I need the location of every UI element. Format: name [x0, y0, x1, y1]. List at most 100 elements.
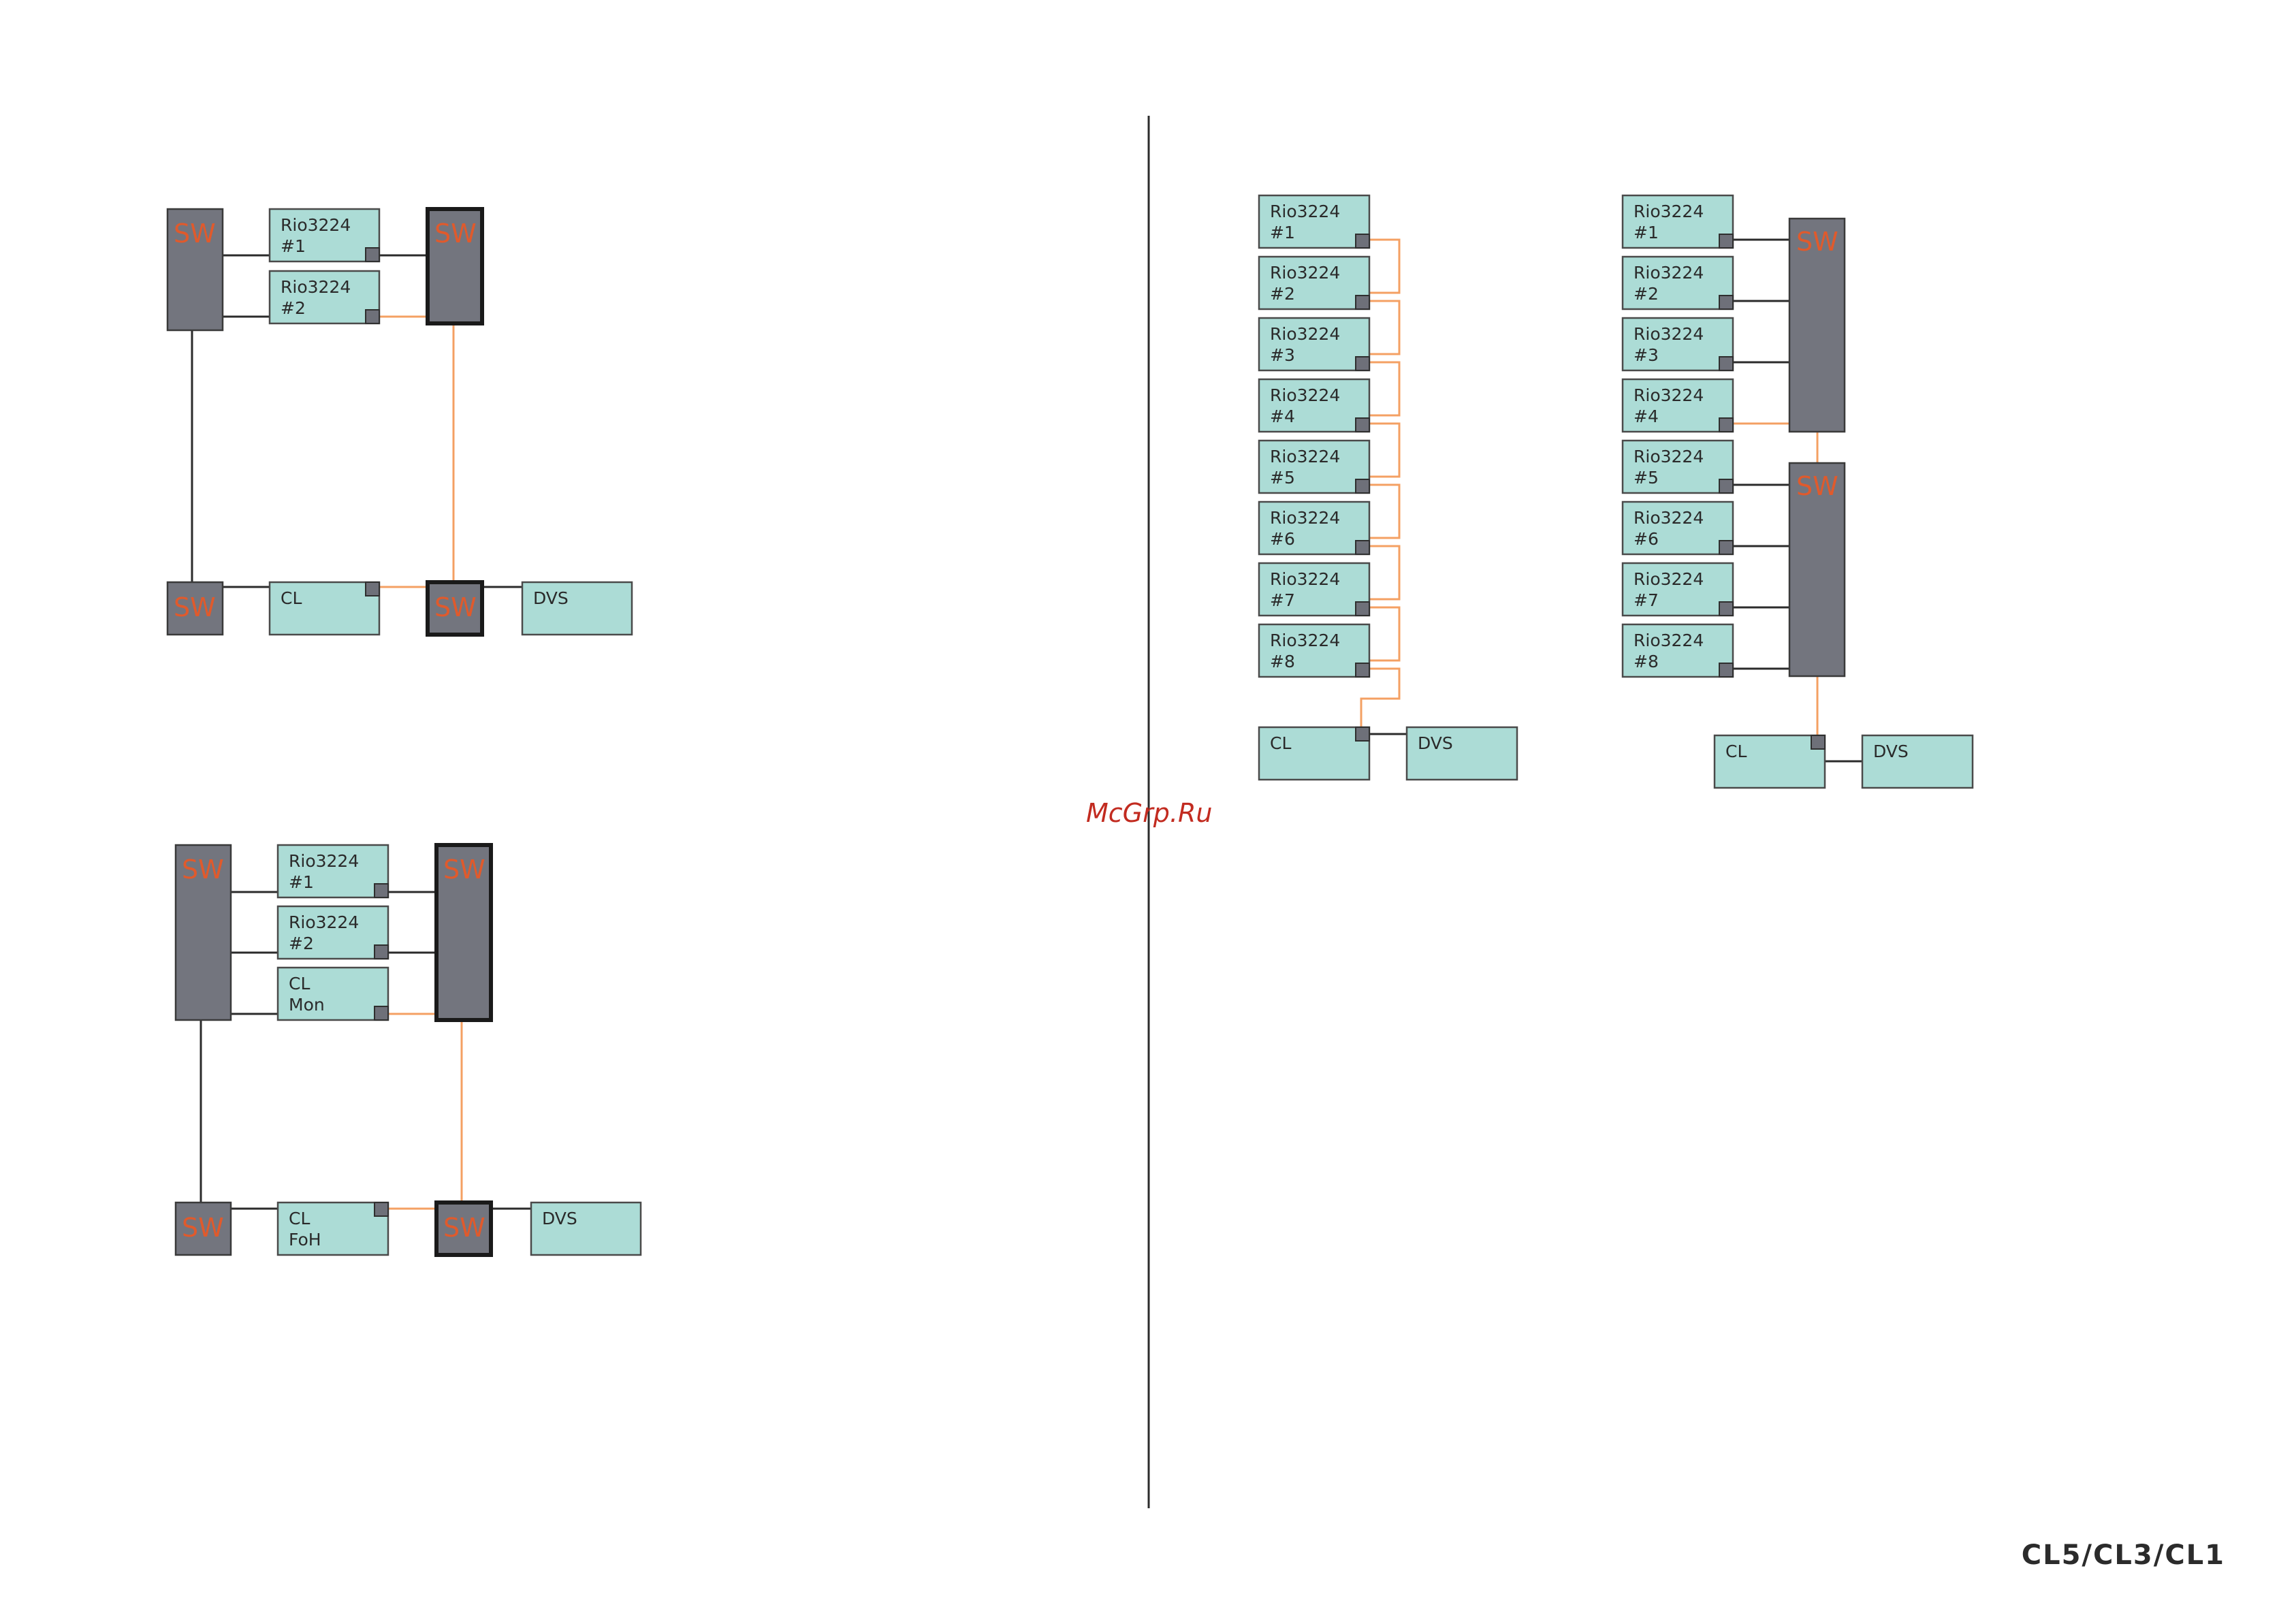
- device-rio3224-7: Rio3224 #7: [1621, 562, 1734, 617]
- device-cl: CL: [268, 581, 381, 636]
- device-label: #3: [1270, 345, 1295, 365]
- port-icon: [1719, 540, 1734, 555]
- device-rio3224-3: Rio3224 #3: [1621, 317, 1734, 372]
- device-label: Rio3224: [289, 912, 359, 932]
- network-switch: SW: [166, 581, 224, 636]
- port-icon: [1355, 234, 1370, 249]
- network-switch: SW: [174, 844, 232, 1021]
- network-switch: SW: [434, 843, 493, 1022]
- port-icon: [1719, 479, 1734, 494]
- device-label: Rio3224: [1270, 508, 1340, 528]
- device-label: #2: [289, 934, 314, 953]
- device-dvs: DVS: [521, 581, 633, 636]
- device-cl: CL: [1258, 726, 1371, 781]
- device-label: Rio3224: [1634, 202, 1704, 221]
- device-label: Rio3224: [1270, 447, 1340, 466]
- port-icon: [1719, 295, 1734, 310]
- port-icon: [374, 944, 389, 959]
- switch-label: SW: [174, 592, 216, 622]
- switch-label: SW: [182, 1213, 224, 1243]
- port-icon: [365, 582, 380, 596]
- wire: [1369, 422, 1401, 478]
- network-switch: SW: [1788, 462, 1846, 678]
- device-cl: CL: [1713, 734, 1826, 789]
- device-label: Rio3224: [1270, 263, 1340, 283]
- port-icon: [1355, 540, 1370, 555]
- port-icon: [1719, 601, 1734, 616]
- device-label: #7: [1634, 590, 1659, 610]
- wire: [1369, 545, 1401, 601]
- device-label: #2: [1270, 284, 1295, 304]
- device-label: Rio3224: [1270, 631, 1340, 650]
- device-rio3224-2: Rio3224 #2: [1258, 255, 1371, 311]
- device-label: #4: [1634, 407, 1659, 426]
- device-rio3224-7: Rio3224 #7: [1258, 562, 1371, 617]
- device-cl-foh: CL FoH: [276, 1201, 389, 1256]
- device-rio3224-1: Rio3224 #1: [276, 844, 389, 899]
- switch-label: SW: [182, 855, 224, 885]
- port-icon: [1355, 295, 1370, 310]
- port-icon: [1719, 356, 1734, 371]
- port-icon: [1355, 601, 1370, 616]
- port-icon: [374, 1006, 389, 1021]
- port-icon: [1719, 663, 1734, 678]
- switch-label: SW: [434, 219, 477, 249]
- device-rio3224-4: Rio3224 #4: [1258, 378, 1371, 433]
- wire: [1369, 238, 1401, 294]
- device-rio3224-8: Rio3224 #8: [1258, 623, 1371, 678]
- network-switch: SW: [434, 1200, 493, 1257]
- port-icon: [1355, 479, 1370, 494]
- device-label: #1: [1634, 223, 1659, 242]
- device-label: Rio3224: [289, 851, 359, 871]
- switch-label: SW: [443, 1213, 485, 1243]
- port-icon: [1719, 417, 1734, 432]
- device-label: #6: [1634, 529, 1659, 549]
- switch-label: SW: [1796, 227, 1838, 257]
- port-icon: [1355, 727, 1370, 742]
- device-label: CL: [289, 974, 310, 993]
- wire: [1369, 606, 1401, 662]
- device-label: #5: [1634, 468, 1659, 488]
- device-rio3224-1: Rio3224 #1: [268, 208, 381, 263]
- network-switch: SW: [166, 208, 224, 332]
- device-label: #2: [281, 298, 306, 318]
- device-rio3224-6: Rio3224 #6: [1258, 500, 1371, 556]
- device-rio3224-4: Rio3224 #4: [1621, 378, 1734, 433]
- port-icon: [374, 883, 389, 898]
- wire: [1369, 361, 1401, 417]
- port-icon: [365, 247, 380, 262]
- switch-label: SW: [434, 592, 477, 622]
- device-label: #5: [1270, 468, 1295, 488]
- device-label: #6: [1270, 529, 1295, 549]
- device-dvs: DVS: [1405, 726, 1518, 781]
- wire: [1369, 483, 1401, 539]
- device-rio3224-2: Rio3224 #2: [268, 270, 381, 325]
- device-label: DVS: [1873, 742, 1909, 761]
- device-rio3224-1: Rio3224 #1: [1621, 194, 1734, 249]
- device-label: DVS: [533, 588, 569, 608]
- device-label: Rio3224: [1634, 263, 1704, 283]
- device-rio3224-2: Rio3224 #2: [276, 905, 389, 960]
- device-label: Rio3224: [281, 277, 351, 297]
- device-label: #1: [289, 872, 314, 892]
- device-label: #2: [1634, 284, 1659, 304]
- port-icon: [1355, 417, 1370, 432]
- device-label: CL: [1725, 742, 1747, 761]
- device-label: #8: [1270, 652, 1295, 671]
- device-rio3224-1: Rio3224 #1: [1258, 194, 1371, 249]
- device-label: Rio3224: [1634, 447, 1704, 466]
- switch-label: SW: [1796, 471, 1838, 501]
- device-dvs: DVS: [530, 1201, 642, 1256]
- device-label: Rio3224: [1634, 508, 1704, 528]
- port-icon: [1355, 356, 1370, 371]
- port-icon: [1719, 234, 1734, 249]
- device-label: Rio3224: [1270, 202, 1340, 221]
- network-switch: SW: [1788, 217, 1846, 433]
- device-label: Mon: [289, 995, 325, 1015]
- device-rio3224-3: Rio3224 #3: [1258, 317, 1371, 372]
- network-switch: SW: [426, 580, 484, 637]
- device-label: Rio3224: [1270, 324, 1340, 344]
- switch-label: SW: [174, 219, 216, 249]
